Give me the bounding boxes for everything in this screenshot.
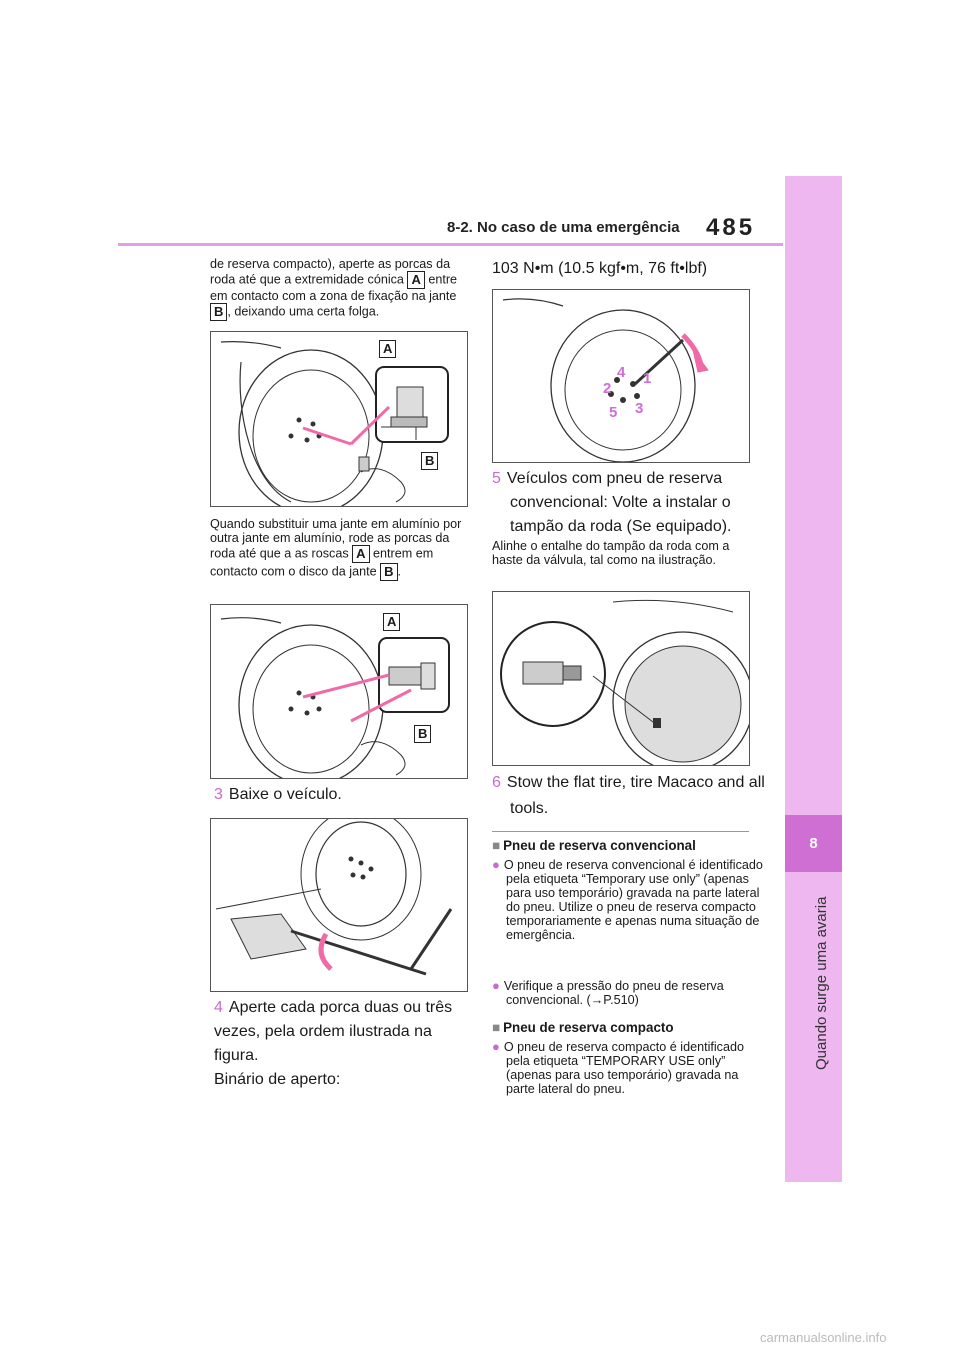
figure-alloy-wheel-nut: A B [210,604,468,779]
alloy-wheel-paragraph: Quando substituir uma jante em alumínio … [210,517,462,581]
section-title: 8-2. No caso de uma emergência [447,219,680,236]
callout-tag-b: B [210,303,228,321]
order-number-4: 4 [617,364,626,381]
torque-label: Binário de aperto: [214,1071,341,1088]
watermark: carmanualsonline.info [760,1330,887,1345]
chapter-side-tab [785,176,842,1182]
torque-value: 103 N•m (10.5 kgf•m, 76 ft•lbf) [492,260,708,277]
fig1-label-b: B [421,452,439,470]
figure-wheel-nut-taper: A B [210,331,468,507]
note-compact-spare-title: ■Pneu de reserva compacto [492,1020,674,1035]
step-5-note: Alinhe o entalhe do tampão da roda com a… [492,539,730,567]
callout-tag-b: B [380,563,398,581]
fig2-label-b: B [414,725,432,743]
note-compact-bullet-1: ●O pneu de reserva compacto é identifica… [492,1039,744,1097]
chapter-title: Quando surge uma avaria [813,896,830,1070]
order-number-5: 5 [609,404,618,421]
intro-paragraph: de reserva compacto), aperte as porcas d… [210,257,458,321]
fig1-label-a: A [379,340,397,358]
order-number-3: 3 [635,400,644,417]
callout-tag-a: A [407,271,425,289]
order-number-1: 1 [643,370,652,387]
fig2-label-a: A [383,613,401,631]
header-rule [118,243,783,246]
figure-wheel-cap-valve [492,591,750,766]
callout-tag-a: A [352,545,370,563]
notes-divider [492,831,749,832]
order-number-2: 2 [603,380,612,397]
page-number: 485 [706,214,756,241]
note-conventional-spare-title: ■Pneu de reserva convencional [492,838,696,853]
figure-tighten-order: 1 2 3 4 5 [492,289,750,463]
note-conventional-bullet-2: ●Verifique a pressão do pneu de reserva … [492,978,724,1008]
figure-lower-vehicle-jack [210,818,468,992]
chapter-number: 8 [785,815,842,872]
note-conventional-bullet-1: ●O pneu de reserva convencional é identi… [492,857,763,943]
